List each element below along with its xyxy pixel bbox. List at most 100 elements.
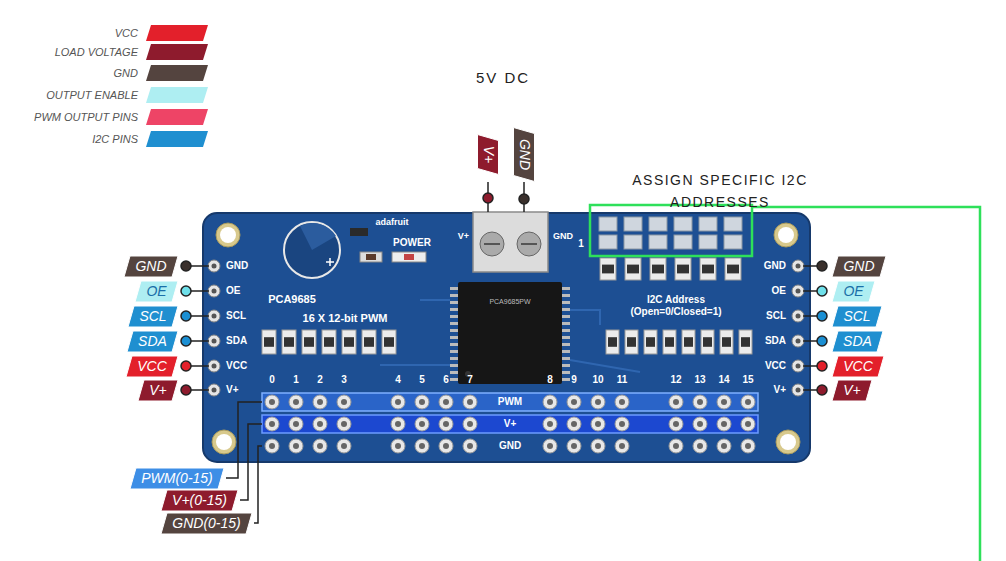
pcb-board [203,213,810,462]
silkscreen-label: 16 X 12-bit PWM [303,312,388,325]
silkscreen-label: I2C Address (Open=0/Closed=1) [620,294,732,318]
pin-dot [181,311,191,321]
chip-pin [561,371,570,374]
header-pin [463,417,477,431]
chip-pin [561,301,570,304]
pin-pad [792,335,804,347]
chip-pin [450,315,459,318]
mounting-hole-ring [774,223,798,247]
header-pin [669,417,683,431]
resistor-body [741,337,750,347]
channel-number: 8 [547,374,553,386]
resistor-symbol [720,330,733,354]
pin-dot [817,311,827,321]
chip-pin [561,364,570,367]
resistor-body [703,337,712,347]
mounting-hole-ring [216,223,240,247]
resistor-symbol [675,258,691,280]
channel-number: 3 [341,374,347,386]
tag-text: GND [135,256,166,277]
pin-dot [181,361,191,371]
tag-text: SDA [138,331,167,352]
resistor-body [608,337,617,347]
header-pin-hole [443,421,449,427]
legend-label: GND [114,67,138,80]
tag-fill [832,331,883,352]
mounting-hole-ring [776,430,800,454]
header-pin-hole [571,443,577,449]
header-pin [289,417,303,431]
heading: ASSIGN SPECIFIC I2C ADDRESSES [630,169,810,213]
header-pin [591,439,605,453]
channel-number: 13 [694,374,705,386]
swatch-fill [146,87,208,103]
legend-swatch [146,109,208,125]
tag-fill [161,490,238,511]
chip-pin [450,308,459,311]
pin-hole [212,364,217,369]
chip-pin [450,357,459,360]
pin-tag: OE [832,281,875,302]
header-pin-hole [571,421,577,427]
header-pin-hole [571,399,577,405]
pin-dot [817,361,827,371]
resistor-body [324,337,334,347]
tag-fill [135,281,178,302]
header-pin-hole [341,399,347,405]
pin-pad [208,335,220,347]
pin-name: GND [764,260,786,272]
pin-tag: V+ [832,380,872,401]
chip-pin [561,350,570,353]
pin-tag: GND [514,127,535,181]
resistor-symbol [282,330,296,354]
address-jumper-pad [724,217,742,231]
resistor-body [364,337,374,347]
tag-text: VCC [137,356,167,377]
resistor-symbol [625,258,641,280]
pcb-trace [570,360,640,372]
pin-pad [792,384,804,396]
pin-pad [208,360,220,372]
resistor-symbol [650,258,666,280]
chip-pin [450,287,459,290]
power-dot [519,194,529,204]
resistor-body [304,337,314,347]
legend-label: LOAD VOLTAGE [55,46,138,59]
chip-marking: PCA9685PW [489,298,530,306]
tag-fill [832,356,884,377]
resistor-symbol [700,258,716,280]
pin-dot [181,286,191,296]
channel-number: 11 [617,374,628,386]
resistor-body [627,265,639,274]
chip-pin [561,336,570,339]
header-pin [669,395,683,409]
header-pin-hole [293,443,299,449]
chip-pin [561,287,570,290]
chip-pin [561,378,570,381]
pin-dot [181,385,191,395]
header-pin [543,417,557,431]
header-pin [391,395,405,409]
header-pin-hole [443,443,449,449]
resistor-symbol [644,330,657,354]
pin-name: OE [226,285,240,297]
resistor-symbol [382,330,396,354]
tag-text: SCL [139,306,166,327]
legend-swatch [146,87,208,103]
tag-fill [832,306,882,327]
header-pin-hole [697,399,703,405]
header-pin [313,395,327,409]
header-pin [265,417,279,431]
header-pin [391,417,405,431]
header-pin [439,395,453,409]
channel-number: 1 [293,374,299,386]
power-dot [483,193,493,203]
pin-tag: OE [135,281,178,302]
vplus-row-highlight [262,415,758,433]
header-pin-hole [467,421,473,427]
pin-pad [792,310,804,322]
header-pin-hole [547,399,553,405]
header-pin [543,439,557,453]
resistor-symbol [342,330,356,354]
header-pin [265,439,279,453]
